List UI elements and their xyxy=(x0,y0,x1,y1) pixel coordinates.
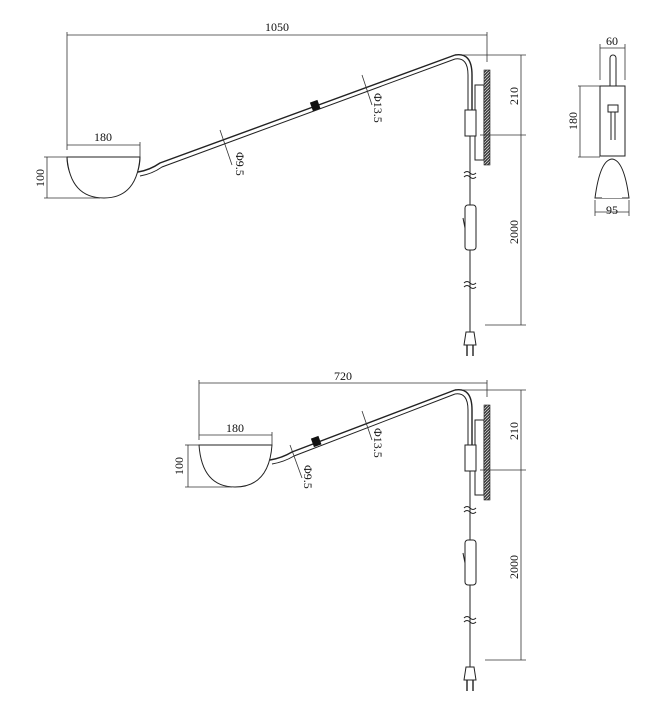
thick-tube-diameter-label: Φ13.5 xyxy=(371,428,385,458)
lamp-shade-bowl xyxy=(66,156,141,199)
total-length-label: 720 xyxy=(334,369,352,383)
arm-joint xyxy=(309,99,321,112)
cord-length-label: 2000 xyxy=(507,220,521,244)
top-drawing: 1050 180 100 Φ9.5 Φ13.5 210 2000 xyxy=(33,20,527,357)
thick-tube-diameter-label: Φ13.5 xyxy=(371,93,385,123)
shade-width-label: 180 xyxy=(226,421,244,435)
lamp-arm xyxy=(269,389,456,461)
arm-joint xyxy=(310,435,322,448)
thin-tube-diameter-label: Φ9.5 xyxy=(301,465,315,489)
side-view: 60 180 95 xyxy=(566,34,630,217)
lamp-shade-bowl xyxy=(198,444,273,488)
side-shade-width-label: 95 xyxy=(606,203,618,217)
shade-width-label: 180 xyxy=(94,130,112,144)
shade-height-label: 100 xyxy=(33,169,47,187)
bracket-height-label: 210 xyxy=(507,87,521,105)
plate-height-label: 180 xyxy=(566,112,580,130)
rod-width-label: 60 xyxy=(606,34,618,48)
bracket-height-label: 210 xyxy=(507,422,521,440)
cord-length-label: 2000 xyxy=(507,555,521,579)
thin-tube-diameter-label: Φ9.5 xyxy=(233,152,247,176)
bottom-drawing: 720 180 100 Φ9.5 Φ13.5 210 2000 xyxy=(172,369,527,692)
lamp-arm xyxy=(137,54,456,173)
total-length-label: 1050 xyxy=(265,20,289,34)
shade-height-label: 100 xyxy=(172,457,186,475)
